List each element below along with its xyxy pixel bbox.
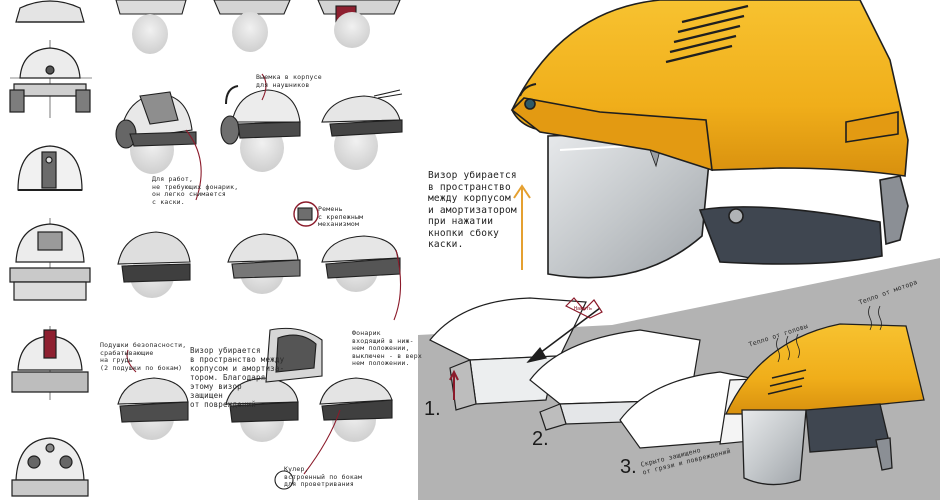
column-views	[9, 0, 92, 497]
step1-sketch	[429, 297, 603, 411]
main-helmet	[510, 0, 909, 279]
step3-yellow-helmet	[724, 305, 925, 486]
step-1-label: 1.	[424, 398, 441, 420]
step-3-label: 3.	[620, 456, 637, 478]
row3-sketches	[117, 201, 401, 298]
note-flashlight-right: Фонарик входящий в ниж- нем положении, в…	[352, 329, 422, 367]
note-visor-small: Визор убирается в пространство между кор…	[190, 346, 285, 409]
press-tag: Нажать	[574, 306, 593, 312]
step-2-label: 2.	[532, 428, 549, 450]
row4-sketches	[117, 327, 393, 442]
note-safety-pads: Подушки безопасности, срабатывающие на г…	[100, 341, 187, 372]
note-mount: Ремень с крепежным механизмом	[318, 205, 364, 228]
vent-slots	[665, 4, 749, 64]
note-flashlight: Для работ, не требующих фонарик, он легк…	[152, 175, 239, 206]
note-visor-main: Визор убирается в пространство между кор…	[428, 170, 517, 250]
note-cooler: Кулер, встроенный по бокам для проветрив…	[284, 465, 363, 488]
note-headphone-cutout: Выемка в корпусе для наушников	[256, 73, 322, 89]
top-row-sketches	[115, 0, 401, 54]
up-arrow	[513, 184, 531, 270]
row2-sketches	[115, 85, 403, 174]
red-leader-lines	[126, 73, 402, 490]
